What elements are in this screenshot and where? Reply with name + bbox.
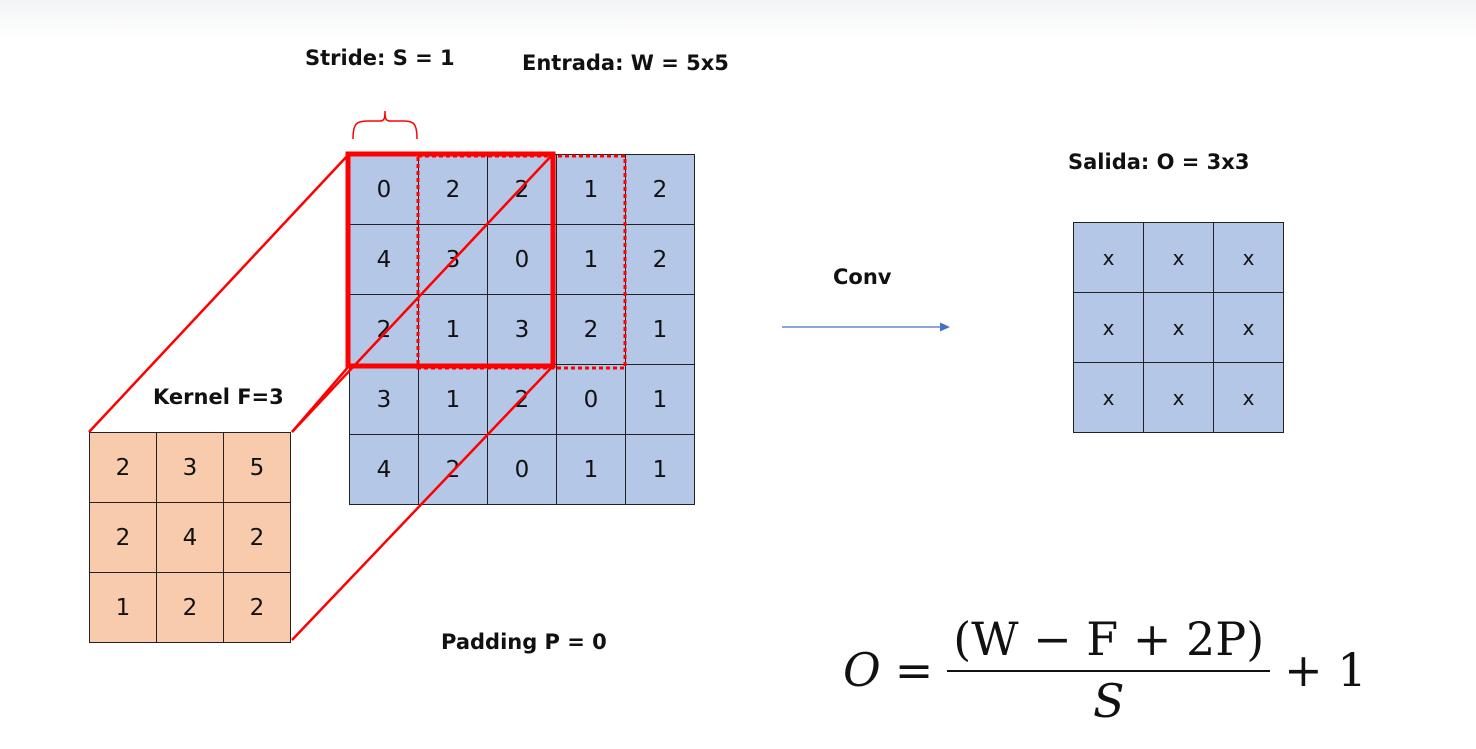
output-cell: x	[1074, 293, 1144, 363]
conv-label: Conv	[833, 265, 892, 289]
output-cell: x	[1074, 363, 1144, 433]
formula-equals: =	[894, 643, 934, 697]
output-cell: x	[1214, 363, 1284, 433]
output-size-formula: O = (W − F + 2P) S + 1	[843, 612, 1367, 728]
projection-line-bottom-right	[291, 365, 554, 641]
kernel-cell: 2	[224, 573, 291, 643]
input-cell: 2	[350, 295, 419, 365]
input-cell: 2	[626, 155, 695, 225]
stride-brace	[352, 110, 418, 140]
conv-arrow-head	[940, 322, 950, 332]
stride-label: Stride: S = 1	[305, 46, 455, 70]
input-cell: 4	[350, 225, 419, 295]
input-cell: 1	[626, 295, 695, 365]
receptive-field-dotted	[416, 154, 627, 370]
input-matrix: 0221243012213213120142011	[349, 154, 695, 505]
output-cell: x	[1214, 223, 1284, 293]
input-cell: 0	[350, 155, 419, 225]
output-size-label: Salida: O = 3x3	[1068, 150, 1250, 174]
kernel-cell: 4	[157, 503, 224, 573]
input-cell: 3	[488, 295, 557, 365]
formula-denominator: S	[1092, 674, 1125, 728]
kernel-cell: 1	[90, 573, 157, 643]
input-cell: 0	[557, 365, 626, 435]
projection-line-mid-left	[291, 365, 350, 433]
kernel-size-label: Kernel F=3	[153, 385, 284, 409]
formula-lhs: O	[843, 643, 881, 697]
projection-line-top-left	[88, 153, 350, 433]
output-cell: x	[1074, 223, 1144, 293]
input-cell: 2	[626, 225, 695, 295]
formula-suffix: + 1	[1284, 643, 1367, 697]
input-cell: 2	[557, 295, 626, 365]
padding-label: Padding P = 0	[441, 630, 607, 654]
kernel-cell: 5	[224, 433, 291, 503]
input-cell: 1	[626, 365, 695, 435]
formula-numerator: (W − F + 2P)	[947, 612, 1271, 672]
kernel-cell: 2	[157, 573, 224, 643]
input-cell: 3	[350, 365, 419, 435]
input-cell: 1	[557, 225, 626, 295]
input-cell: 1	[419, 365, 488, 435]
output-cell: x	[1144, 223, 1214, 293]
output-cell: x	[1214, 293, 1284, 363]
input-size-label: Entrada: W = 5x5	[522, 51, 729, 75]
kernel-cell: 2	[224, 503, 291, 573]
input-cell: 0	[488, 435, 557, 505]
input-cell: 2	[488, 155, 557, 225]
input-cell: 1	[419, 295, 488, 365]
projection-line-top-right	[291, 153, 554, 433]
kernel-cell: 2	[90, 503, 157, 573]
input-cell: 2	[419, 155, 488, 225]
output-cell: x	[1144, 363, 1214, 433]
input-cell: 0	[488, 225, 557, 295]
receptive-field-solid	[345, 151, 556, 369]
kernel-cell: 3	[157, 433, 224, 503]
formula-fraction: (W − F + 2P) S	[947, 612, 1271, 728]
input-cell: 1	[626, 435, 695, 505]
output-cell: x	[1144, 293, 1214, 363]
input-cell: 1	[557, 435, 626, 505]
input-cell: 4	[350, 435, 419, 505]
kernel-cell: 2	[90, 433, 157, 503]
